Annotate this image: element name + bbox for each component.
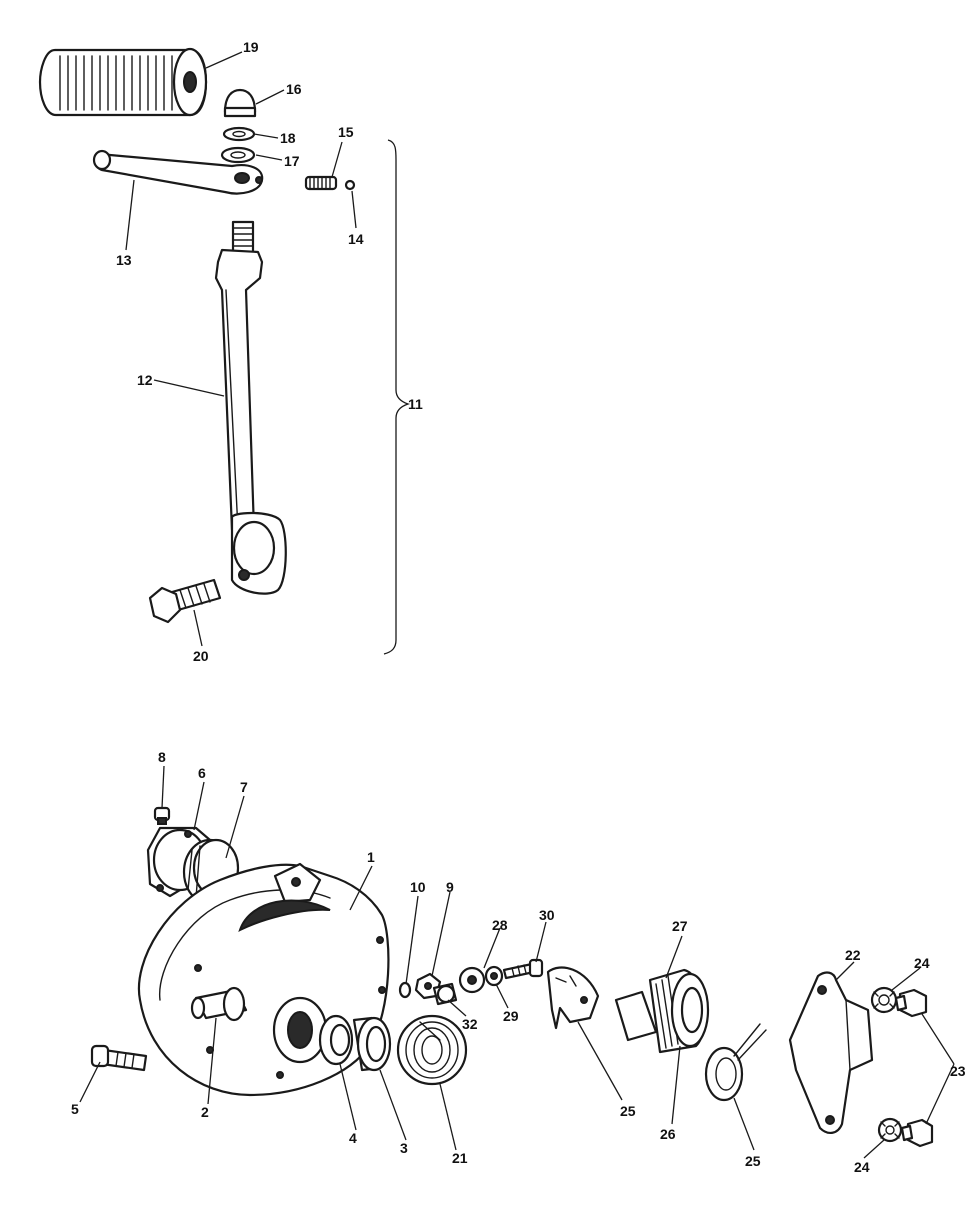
part-24-shakeproof-washer-upper [870,986,898,1014]
part-12-kick-lever [214,220,287,595]
assembly-11-brace [383,139,411,655]
part-23-bolt-lower [900,1118,934,1148]
callout-20: 20 [193,648,209,664]
callout-6: 6 [198,765,206,781]
callout-7: 7 [240,779,248,795]
part-16-dome-nut [223,88,257,118]
part-24-shakeproof-washer-lower [877,1117,903,1143]
part-5-screw [90,1044,148,1072]
part-17-washer [220,146,256,164]
callout-18: 18 [280,130,296,146]
callout-10: 10 [410,879,426,895]
part-14-detent-ball [344,179,356,191]
part-3-bush [352,1016,392,1072]
callout-8: 8 [158,749,166,765]
callout-2: 2 [201,1104,209,1120]
callout-9: 9 [446,879,454,895]
part-20-pinch-bolt [148,578,222,624]
callout-16: 16 [286,81,302,97]
part-4-oil-seal [318,1014,354,1066]
callout-24-upper: 24 [914,955,930,971]
part-32-stud [432,982,458,1006]
part-26-ratchet-quadrant [546,966,600,1030]
callout-15: 15 [338,124,354,140]
callout-26: 25 [620,1103,636,1119]
callout-13: 13 [116,252,132,268]
callout-labels: 19 16 18 17 15 14 13 12 11 20 8 6 7 1 10… [71,39,966,1175]
part-8-screw [153,806,171,825]
part-13-kick-pedal [92,149,264,195]
part-18-spring-washer [222,126,256,142]
callout-28: 27 [672,918,688,934]
part-29-washer [458,966,486,994]
callout-19: 19 [243,39,259,55]
callout-1: 1 [367,849,375,865]
callout-31: 30 [539,907,555,923]
callout-29: 28 [492,917,508,933]
part-1-outer-cover [137,862,390,1097]
part-28-ratchet-body [614,968,710,1054]
callout-22: 22 [845,947,861,963]
callout-11: 11 [408,396,423,412]
part-15-detent-spring [304,175,338,191]
callout-23: 23 [950,1063,966,1079]
part-23-bolt-upper [894,988,928,1018]
callout-25: 25 [745,1153,761,1169]
part-10-washer [398,981,412,999]
part-19-kick-rubber [38,47,208,117]
leader-lines [79,51,955,1159]
part-25-spring-clip [704,1023,767,1102]
callout-24-lower: 24 [854,1159,870,1175]
callout-17: 17 [284,153,300,169]
callout-27: 26 [660,1126,676,1142]
callout-5: 5 [71,1101,79,1117]
callout-12: 12 [137,372,153,388]
callout-32: 32 [462,1016,478,1032]
callout-4: 4 [349,1130,357,1146]
part-31-screw [502,958,544,980]
callout-30: 29 [503,1008,519,1024]
part-30-nut [484,965,504,987]
part-21-return-spring [396,1014,468,1086]
callout-14: 14 [348,231,364,247]
part-22-plate [788,971,874,1134]
part-2-spindle [190,986,248,1022]
callout-21: 21 [452,1150,468,1166]
callout-3: 3 [400,1140,408,1156]
